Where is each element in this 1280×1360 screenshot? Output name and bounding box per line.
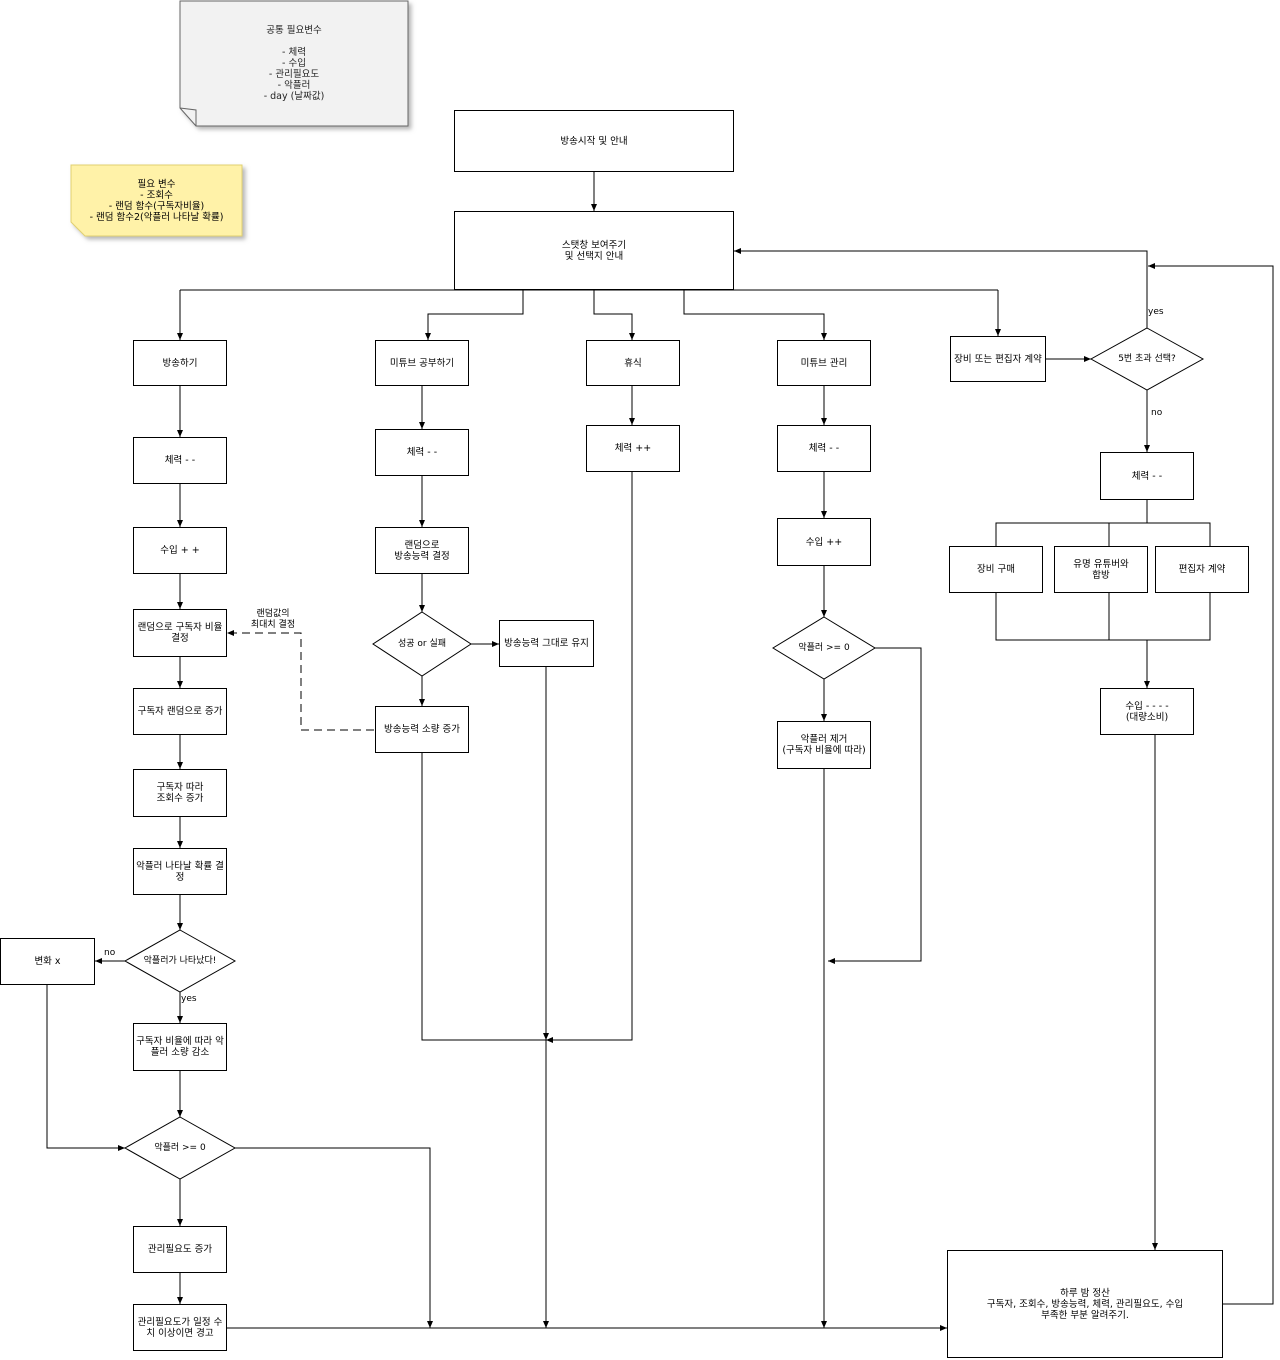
manage-warning-node: 관리필요도가 일정 수 치 이상이면 경고 [133,1304,227,1351]
ability-increase-node: 방송능력 소량 증가 [375,706,469,753]
subscriber-increase-node: 구독자 랜덤으로 증가 [133,688,227,735]
study-node: 미튜브 공부하기 [375,340,469,386]
broadcast-stamina-node: 체력 - - [133,437,227,484]
hater-ge0-left-label: 악플러 >= 0 [154,1142,206,1153]
over5-label: 5번 초과 선택? [1118,353,1176,364]
success-fail-label: 성공 or 실패 [397,638,447,649]
editor-contract-node: 편집자 계약 [1155,546,1249,593]
edge-label-max-random: 랜덤값의 최대치 결정 [250,609,296,630]
manage-income-node: 수입 ++ [777,518,871,566]
start-node: 방송시작 및 안내 [454,110,734,172]
collab-node: 유명 유튜버와 합방 [1054,546,1148,593]
rest-stamina-node: 체력 ++ [586,425,680,472]
daily-settlement-node: 하루 밤 정산 구독자, 조회수, 방송능력, 체력, 관리필요도, 수입 부족… [947,1250,1223,1358]
contract-income-node: 수입 - - - - (대량소비) [1100,688,1194,735]
required-vars-note-shape [70,164,243,237]
manage-node: 미튜브 관리 [777,340,871,386]
status-node: 스탯창 보여주기 및 선택지 안내 [454,211,734,290]
rest-node: 휴식 [586,340,680,386]
manage-stamina-node: 체력 - - [777,425,871,472]
hater-appear-label: 악플러가 나타났다! [143,955,217,966]
common-vars-note-fold [179,107,197,126]
broadcast-node: 방송하기 [133,340,227,386]
ability-keep-node: 방송능력 그대로 유지 [499,620,594,667]
edge-label-yes-over5: yes [1148,307,1164,317]
contract-node: 장비 또는 편집자 계약 [950,336,1046,382]
broadcast-income-node: 수입 + + [133,527,227,574]
hater-reduce-node: 구독자 비율에 따라 악 플러 소량 감소 [133,1023,227,1071]
hater-remove-node: 악플러 제거 (구독자 비율에 따라) [777,721,871,769]
no-change-node: 변화 x [0,938,95,985]
manage-need-increase-node: 관리필요도 증가 [133,1226,227,1273]
equipment-purchase-node: 장비 구매 [949,546,1043,593]
study-random-node: 랜덤으로 방송능력 결정 [375,527,469,574]
common-vars-note: 공통 필요변수 - 체력 - 수입 - 관리필요도 - 악플러 - day (날… [263,25,325,102]
subscriber-ratio-node: 랜덤으로 구독자 비율 결정 [133,609,227,657]
required-vars-note: 필요 변수 - 조회수 - 랜덤 함수(구독자비율) - 랜덤 함수2(악플러 … [89,178,224,223]
hater-ge0-right-label: 악플러 >= 0 [798,642,850,653]
edge-label-no-hater: no [104,948,116,958]
views-increase-node: 구독자 따라 조회수 증가 [133,769,227,817]
common-vars-note-shape [179,0,409,127]
contract-stamina-node: 체력 - - [1100,452,1194,500]
study-stamina-node: 체력 - - [375,429,469,476]
edge-label-yes-hater: yes [181,994,197,1004]
hater-probability-node: 악플러 나타날 확률 결 정 [133,848,227,895]
edge-label-no-over5: no [1151,408,1163,418]
